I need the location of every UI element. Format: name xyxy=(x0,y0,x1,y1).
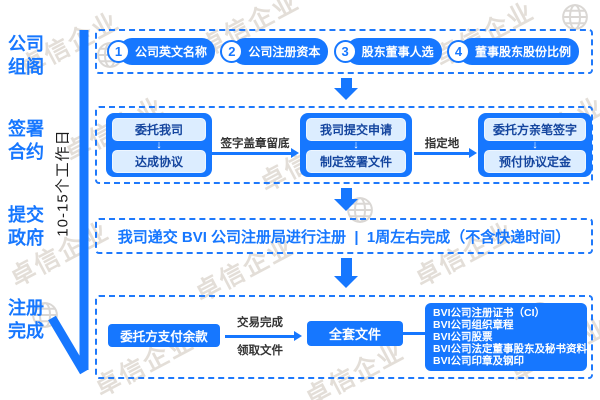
process-step: 委托方亲笔签字 xyxy=(484,118,586,141)
requirement-label: 公司注册资本 xyxy=(232,38,329,65)
requirement-pill-share-ratio: 4 董事股东股份比例 xyxy=(446,38,579,65)
documents-list: BVI公司注册证书（CI） BVI公司组织章程 BVI公司股票 BVI公司法定董… xyxy=(425,303,587,371)
process-step: 达成协议 xyxy=(112,150,206,173)
arrow-label-sign-stamp: 签字盖章留底 xyxy=(220,138,290,150)
stage1-requirements-box: 1 公司英文名称 2 公司注册资本 3 股东董事人选 4 董事股东股份比例 xyxy=(95,29,593,74)
requirement-label: 股东董事人选 xyxy=(345,38,442,65)
stage-label-company-setup: 公司组阁 xyxy=(8,34,44,77)
process-step: 我司提交申请 xyxy=(306,118,406,141)
process-step: 制定签署文件 xyxy=(306,150,406,173)
down-arrow-icon xyxy=(334,78,358,100)
down-arrow-icon: ↓ xyxy=(532,139,538,151)
arrow-label-designated-place: 指定地 xyxy=(424,138,460,150)
step-number-badge: 4 xyxy=(446,40,470,63)
document-item: BVI公司印章及钢印 xyxy=(433,355,525,367)
document-item: BVI公司法定董事股东及秘书资料 xyxy=(433,343,588,355)
stage3-submit-box: 我司递交 BVI 公司注册局进行注册 | 1周左右完成（不含快递时间） xyxy=(95,218,593,254)
requirement-label: 董事股东股份比例 xyxy=(458,38,579,65)
arrow-label-deal-done: 交易完成 xyxy=(237,317,283,329)
connector-line xyxy=(403,332,425,335)
document-item: BVI公司股票 xyxy=(433,331,493,343)
process-group-client-sign: 委托方亲笔签字 ↓ 预付协议定金 xyxy=(478,113,592,177)
requirement-label: 公司英文名称 xyxy=(119,38,216,65)
stage4-completion-box: 委托方支付余款 交易完成 领取文件 全套文件 BVI公司注册证书（CI） BVI… xyxy=(95,295,593,379)
stage-label-sign-contract: 签署合约 xyxy=(8,119,44,162)
requirement-pill-registered-capital: 2 公司注册资本 xyxy=(220,38,329,65)
submit-registry-text: 我司递交 BVI 公司注册局进行注册 | 1周左右完成（不含快递时间） xyxy=(117,228,571,246)
stage-label-submit-gov: 提交政府 xyxy=(8,205,44,248)
right-arrow-icon xyxy=(212,148,299,157)
pay-balance-step: 委托方支付余款 xyxy=(108,324,220,347)
process-step: 委托我司 xyxy=(112,118,206,141)
requirement-pill-shareholders-directors: 3 股东董事人选 xyxy=(333,38,442,65)
step-number-badge: 3 xyxy=(333,40,357,63)
right-arrow-icon xyxy=(225,331,302,340)
process-group-entrust: 委托我司 ↓ 达成协议 xyxy=(106,113,212,177)
requirement-pill-english-name: 1 公司英文名称 xyxy=(107,38,216,65)
down-arrow-icon: ↓ xyxy=(353,139,359,151)
document-item: BVI公司组织章程 xyxy=(433,319,514,331)
stage2-signing-box: 委托我司 ↓ 达成协议 签字盖章留底 我司提交申请 ↓ 制定签署文件 指定地 委… xyxy=(95,106,593,184)
step-number-badge: 2 xyxy=(220,40,244,63)
arrow-label-collect-docs: 领取文件 xyxy=(237,345,283,357)
step-number-badge: 1 xyxy=(107,40,130,63)
document-item: BVI公司注册证书（CI） xyxy=(433,307,546,319)
stage-label-register-done: 注册完成 xyxy=(8,298,44,341)
process-step: 预付协议定金 xyxy=(484,150,586,173)
timeline-down-arrow-icon xyxy=(48,30,89,375)
down-arrow-icon xyxy=(334,188,358,211)
right-arrow-icon xyxy=(414,148,477,157)
process-group-submit-application: 我司提交申请 ↓ 制定签署文件 xyxy=(300,113,412,177)
down-arrow-icon xyxy=(334,258,358,288)
full-document-set-step: 全套文件 xyxy=(307,321,403,346)
down-arrow-icon: ↓ xyxy=(156,139,162,151)
